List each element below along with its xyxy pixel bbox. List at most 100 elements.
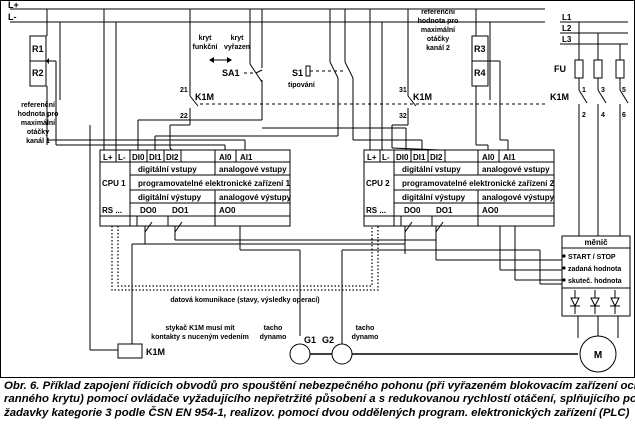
phase-5: 5 bbox=[622, 87, 626, 94]
contact-22: 22 bbox=[180, 113, 188, 120]
cpu2-pin-ai1: AI1 bbox=[503, 153, 516, 162]
fuse-3 bbox=[615, 59, 625, 79]
cpu2-pin-ao0: AO0 bbox=[482, 206, 499, 215]
phase-6: 6 bbox=[622, 112, 626, 119]
rail-l2-label: L2 bbox=[562, 24, 572, 33]
rail-l1-label: L1 bbox=[562, 13, 572, 22]
cpu1-dig-out: digitální výstupy bbox=[138, 193, 202, 202]
motor-label: M bbox=[594, 350, 602, 361]
cpu1-pin-rs: RS ... bbox=[102, 206, 122, 215]
contact-31: 31 bbox=[399, 87, 407, 94]
cpu1-device: programovatelné elektronické zařízení 1 bbox=[138, 179, 291, 188]
k1m-label-1: K1M bbox=[195, 92, 214, 102]
guard-mode-labels: kryt funkční kryt vyřazen bbox=[193, 35, 250, 51]
svg-text:hodnota pro: hodnota pro bbox=[418, 18, 459, 25]
cpu1-an-out: analogové výstupy bbox=[219, 193, 292, 202]
r4-label: R4 bbox=[474, 68, 486, 78]
s1-label: S1 bbox=[292, 68, 303, 78]
contact-21: 21 bbox=[180, 87, 188, 94]
g1-label: G1 bbox=[304, 335, 316, 345]
converter-actual: skuteč. hodnota bbox=[568, 278, 622, 285]
cpu2-pin-di1: DI1 bbox=[413, 153, 426, 162]
cpu2-dig-out: digitální výstupy bbox=[402, 193, 466, 202]
svg-text:referenční: referenční bbox=[421, 9, 456, 16]
cpu2-pin-do1: DO1 bbox=[436, 206, 453, 215]
svg-text:tacho: tacho bbox=[264, 325, 283, 332]
cpu2-pin-di2: DI2 bbox=[430, 153, 443, 162]
motor-m bbox=[579, 335, 617, 373]
tacho-g2 bbox=[331, 343, 353, 365]
converter-title: měnič bbox=[584, 238, 608, 247]
cpu2-name: CPU 2 bbox=[366, 179, 390, 188]
cpu2-pin-rs: RS ... bbox=[366, 206, 386, 215]
fu-label: FU bbox=[554, 64, 566, 74]
k1m-label-2: K1M bbox=[413, 92, 432, 102]
r3-label: R3 bbox=[474, 44, 486, 54]
cpu2-pin-di0: DI0 bbox=[396, 153, 409, 162]
cpu1-pin-lminus: L- bbox=[118, 153, 126, 162]
svg-text:kryt: kryt bbox=[231, 35, 245, 42]
cpu1-pin-lplus: L+ bbox=[103, 153, 113, 162]
thyristor-bridge bbox=[570, 290, 620, 314]
cpu2-block: L+ L- DI0 DI1 DI2 AI0 AI1 digitální vstu… bbox=[363, 149, 555, 227]
cpu2-pin-ai0: AI0 bbox=[482, 153, 495, 162]
r1-label: R1 bbox=[32, 44, 44, 54]
cpu1-dig-in: digitální vstupy bbox=[138, 165, 197, 174]
svg-text:tacho: tacho bbox=[356, 325, 375, 332]
data-comm-link bbox=[111, 226, 379, 291]
cpu1-pin-do1: DO1 bbox=[172, 206, 189, 215]
ref1-text: referenční hodnota pro maximální otáčky … bbox=[18, 102, 59, 145]
svg-text:vyřazen: vyřazen bbox=[224, 44, 250, 51]
tacho2-text: tacho dynamo bbox=[352, 325, 379, 341]
circuit-diagram: L+ L- L1 L2 L3 R1 R2 referenční hodnota … bbox=[0, 0, 635, 378]
cpu2-pin-lminus: L- bbox=[382, 153, 390, 162]
svg-text:kontakty s nuceným vedením: kontakty s nuceným vedením bbox=[151, 334, 249, 341]
phase-2: 2 bbox=[582, 112, 586, 119]
svg-text:hodnota pro: hodnota pro bbox=[18, 111, 59, 118]
cpu1-pin-ao0: AO0 bbox=[219, 206, 236, 215]
ref2-text: referenční hodnota pro maximální otáčky … bbox=[418, 9, 459, 52]
cpu1-pin-do0: DO0 bbox=[140, 206, 157, 215]
k1m-coil bbox=[117, 343, 143, 359]
stykac-note: stykač K1M musí mít kontakty s nuceným v… bbox=[151, 325, 249, 341]
cpu1-pin-di2: DI2 bbox=[166, 153, 179, 162]
phase-4: 4 bbox=[601, 112, 605, 119]
cpu1-pin-di0: DI0 bbox=[132, 153, 145, 162]
converter-start-stop: START / STOP bbox=[568, 254, 616, 261]
svg-text:referenční: referenční bbox=[21, 102, 56, 109]
cpu2-an-in: analogové vstupy bbox=[482, 165, 550, 174]
tipovani-label: tipování bbox=[288, 82, 316, 89]
cpu1-pin-di1: DI1 bbox=[149, 153, 162, 162]
tacho-g1 bbox=[289, 343, 311, 365]
svg-text:dynamo: dynamo bbox=[260, 334, 287, 341]
converter: měnič START / STOP zadaná hodnota skuteč… bbox=[561, 235, 631, 317]
svg-text:funkční: funkční bbox=[193, 44, 219, 51]
rail-lplus-label: L+ bbox=[8, 0, 19, 10]
fuse-1 bbox=[574, 59, 584, 79]
caption-line-1: Obr. 6. Příklad zapojení řídicích obvodů… bbox=[4, 380, 635, 392]
fuse-2 bbox=[593, 59, 603, 79]
data-comm-label: datová komunikace (stavy, výsledky opera… bbox=[170, 297, 319, 304]
cpu2-pin-do0: DO0 bbox=[404, 206, 421, 215]
sa1-label: SA1 bbox=[222, 68, 240, 78]
svg-text:otáčky: otáčky bbox=[427, 36, 449, 43]
cpu2-device: programovatelné elektronické zařízení 2 bbox=[402, 179, 555, 188]
k1m-coil-label: K1M bbox=[146, 347, 165, 357]
svg-text:dynamo: dynamo bbox=[352, 334, 379, 341]
phase-3: 3 bbox=[601, 87, 605, 94]
converter-setpoint: zadaná hodnota bbox=[568, 266, 621, 273]
cpu2-dig-in: digitální vstupy bbox=[402, 165, 461, 174]
r2-label: R2 bbox=[32, 68, 44, 78]
rail-l3-label: L3 bbox=[562, 35, 572, 44]
svg-text:otáčky: otáčky bbox=[27, 129, 49, 136]
cpu1-pin-ai1: AI1 bbox=[240, 153, 253, 162]
cpu1-name: CPU 1 bbox=[102, 179, 126, 188]
svg-text:maximální: maximální bbox=[21, 120, 56, 127]
svg-text:kanál 2: kanál 2 bbox=[426, 45, 450, 52]
cpu2-pin-lplus: L+ bbox=[367, 153, 377, 162]
phase-1: 1 bbox=[582, 87, 586, 94]
k1m-label-3: K1M bbox=[550, 92, 569, 102]
figure-caption: Obr. 6. Příklad zapojení řídicích obvodů… bbox=[4, 380, 635, 420]
svg-text:stykač K1M musí mít: stykač K1M musí mít bbox=[165, 325, 235, 332]
caption-line-2: ranného krytu) pomocí ovládače vyžadujíc… bbox=[4, 393, 635, 406]
